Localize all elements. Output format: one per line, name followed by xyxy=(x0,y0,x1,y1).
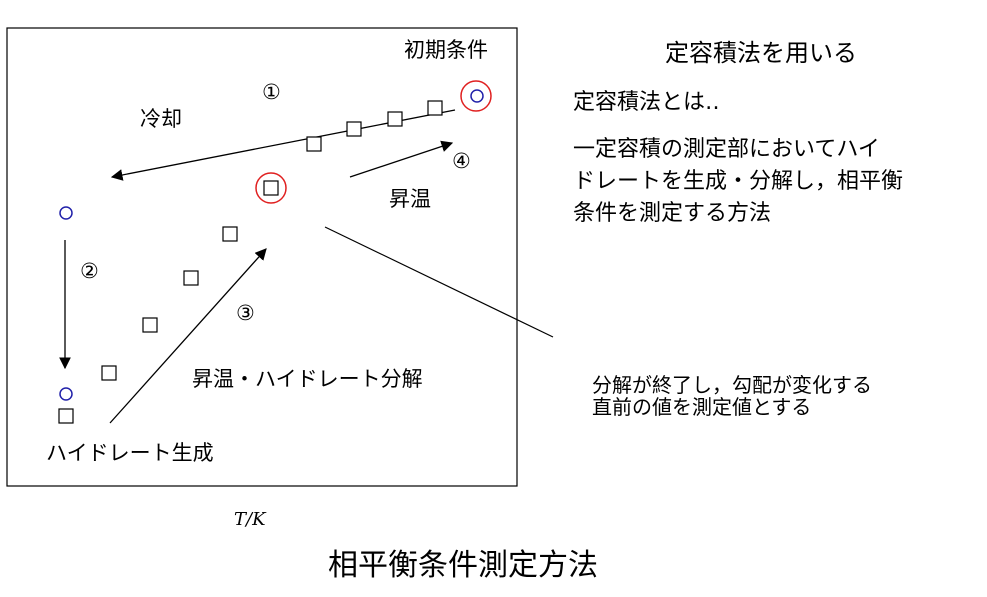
arrow-heating xyxy=(349,140,454,178)
data-square xyxy=(346,121,362,137)
note-line: 直前の値を測定値とする xyxy=(592,395,812,419)
red-highlight-circle xyxy=(255,172,287,204)
label-heating-decomposition: 昇温・ハイドレート分解 xyxy=(192,367,423,391)
plot-frame xyxy=(6,27,518,487)
label-cooling: 冷却 xyxy=(140,107,182,131)
description-line: ドレートを生成・分解し，相平衡 xyxy=(573,169,904,194)
data-square xyxy=(387,111,403,127)
label-heating: 昇温 xyxy=(389,187,431,211)
label-hydrate-formation: ハイドレート生成 xyxy=(46,441,214,465)
right-panel-title: 定容積法を用いる xyxy=(665,39,857,67)
note-line: 分解が終了し，勾配が変化する xyxy=(592,373,872,397)
data-square xyxy=(142,317,158,333)
right-panel-description: 一定容積の測定部においてハイ ドレートを生成・分解し，相平衡 条件を測定する方法 xyxy=(573,134,983,230)
data-square xyxy=(263,180,279,196)
data-square xyxy=(101,365,117,381)
blue-circle-marker xyxy=(59,387,73,401)
pointer-line xyxy=(324,226,554,338)
right-panel-subtitle: 定容積法とは‥ xyxy=(573,90,720,115)
measurement-note: 分解が終了し，勾配が変化する 直前の値を測定値とする xyxy=(592,374,872,418)
data-square xyxy=(222,226,238,242)
label-step2: ② xyxy=(80,259,99,283)
label-initial-condition: 初期条件 xyxy=(404,38,488,62)
arrow-step3 xyxy=(109,248,267,424)
label-step1: ① xyxy=(262,80,281,104)
description-line: 一定容積の測定部においてハイ xyxy=(573,137,880,162)
label-step4: ④ xyxy=(452,149,471,173)
label-step3: ③ xyxy=(236,301,255,325)
description-line: 条件を測定する方法 xyxy=(573,201,772,226)
main-title: 相平衡条件測定方法 xyxy=(328,548,598,583)
blue-circle-marker xyxy=(470,89,484,103)
data-square xyxy=(183,270,199,286)
red-highlight-circle xyxy=(460,80,492,112)
data-square xyxy=(306,136,322,152)
data-square xyxy=(427,100,443,116)
axis-label-temperature: T/K xyxy=(234,509,266,530)
blue-circle-marker xyxy=(59,206,73,220)
data-square xyxy=(58,408,74,424)
